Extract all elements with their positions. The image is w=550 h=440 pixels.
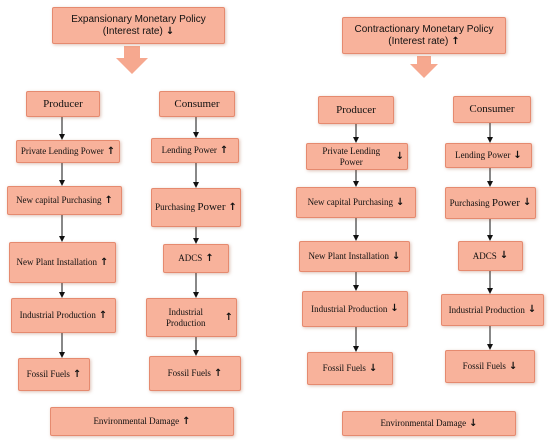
contractionary-subtitle: (Interest rate) bbox=[388, 35, 449, 47]
up-arrow-icon: ↑ bbox=[106, 145, 116, 157]
down-arrow-icon: ↓ bbox=[522, 197, 532, 209]
down-arrow-icon: ↓ bbox=[395, 150, 404, 162]
expansionary-producer-header: Producer bbox=[26, 91, 100, 117]
block-arrow-expansionary bbox=[116, 46, 148, 74]
down-arrow-icon: ↓ bbox=[513, 149, 522, 161]
consumer-label: Consumer bbox=[174, 97, 220, 110]
exp-consumer-step-3: ADCS↑ bbox=[163, 244, 229, 273]
exp-environmental-damage: Environmental Damage↑ bbox=[50, 407, 234, 436]
exp-consumer-step-4: Industrial Production↑ bbox=[146, 298, 237, 337]
expansionary-title: Expansionary Monetary Policy bbox=[71, 14, 206, 25]
contractionary-title-box: Contractionary Monetary Policy (Interest… bbox=[342, 17, 506, 54]
down-arrow-icon: ↓ bbox=[165, 25, 175, 37]
up-arrow-icon: ↑ bbox=[224, 311, 233, 323]
down-arrow-icon: ↓ bbox=[392, 250, 401, 262]
up-arrow-icon: ↑ bbox=[228, 201, 237, 213]
down-arrow-icon: ↓ bbox=[390, 303, 399, 315]
down-arrow-icon: ↓ bbox=[499, 250, 509, 262]
exp-consumer-step-2: Purchasing Power↑ bbox=[151, 188, 241, 227]
con-consumer-step-5: Fossil Fuels↓ bbox=[445, 350, 535, 383]
exp-consumer-step-5: Fossil Fuels↑ bbox=[149, 356, 241, 391]
con-consumer-step-3: ADCS↓ bbox=[458, 241, 523, 271]
up-arrow-icon: ↑ bbox=[213, 367, 223, 379]
down-arrow-icon: ↓ bbox=[469, 417, 478, 429]
exp-producer-step-5: Fossil Fuels↑ bbox=[18, 358, 90, 391]
exp-consumer-step-1: Lending Power↑ bbox=[151, 138, 239, 163]
expansionary-title-box: Expansionary Monetary Policy (Interest r… bbox=[52, 7, 225, 44]
up-arrow-icon: ↑ bbox=[182, 415, 191, 427]
con-producer-step-1: Private Lending Power↓ bbox=[306, 143, 408, 170]
contractionary-title: Contractionary Monetary Policy bbox=[354, 24, 494, 35]
producer-label: Producer bbox=[336, 103, 376, 116]
con-consumer-step-1: Lending Power↓ bbox=[445, 143, 532, 168]
contractionary-producer-header: Producer bbox=[318, 96, 394, 124]
down-arrow-icon: ↓ bbox=[396, 196, 405, 208]
up-arrow-icon: ↑ bbox=[100, 256, 109, 268]
down-arrow-icon: ↓ bbox=[527, 304, 537, 316]
up-arrow-icon: ↑ bbox=[104, 194, 113, 206]
exp-producer-step-1: Private Lending Power↑ bbox=[16, 140, 120, 163]
down-arrow-icon: ↓ bbox=[368, 362, 378, 374]
consumer-label: Consumer bbox=[469, 103, 515, 116]
expansionary-consumer-header: Consumer bbox=[159, 91, 235, 117]
con-producer-step-3: New Plant Installation↓ bbox=[299, 241, 410, 272]
con-producer-step-2: New capital Purchasing↓ bbox=[296, 187, 416, 218]
con-consumer-step-4: Industrial Production↓ bbox=[441, 294, 544, 326]
con-environmental-damage: Environmental Damage↓ bbox=[342, 411, 516, 436]
producer-label: Producer bbox=[43, 97, 83, 110]
exp-producer-step-3: New Plant Installation↑ bbox=[9, 242, 116, 283]
exp-producer-step-4: Industrial Production↑ bbox=[11, 298, 116, 333]
up-arrow-icon: ↑ bbox=[205, 252, 214, 264]
exp-producer-step-2: New capital Purchasing↑ bbox=[7, 186, 122, 215]
block-arrow-contractionary bbox=[410, 56, 438, 78]
up-arrow-icon: ↑ bbox=[98, 309, 108, 321]
contractionary-consumer-header: Consumer bbox=[453, 96, 531, 123]
up-arrow-icon: ↑ bbox=[451, 35, 460, 47]
up-arrow-icon: ↑ bbox=[72, 368, 82, 380]
con-producer-step-4: Industrial Production↓ bbox=[302, 291, 408, 327]
con-consumer-step-2: Purchasing Power↓ bbox=[445, 187, 536, 219]
up-arrow-icon: ↑ bbox=[219, 144, 229, 156]
expansionary-subtitle: (Interest rate) bbox=[102, 25, 163, 37]
down-arrow-icon: ↓ bbox=[508, 360, 518, 372]
con-producer-step-5: Fossil Fuels↓ bbox=[307, 352, 393, 385]
